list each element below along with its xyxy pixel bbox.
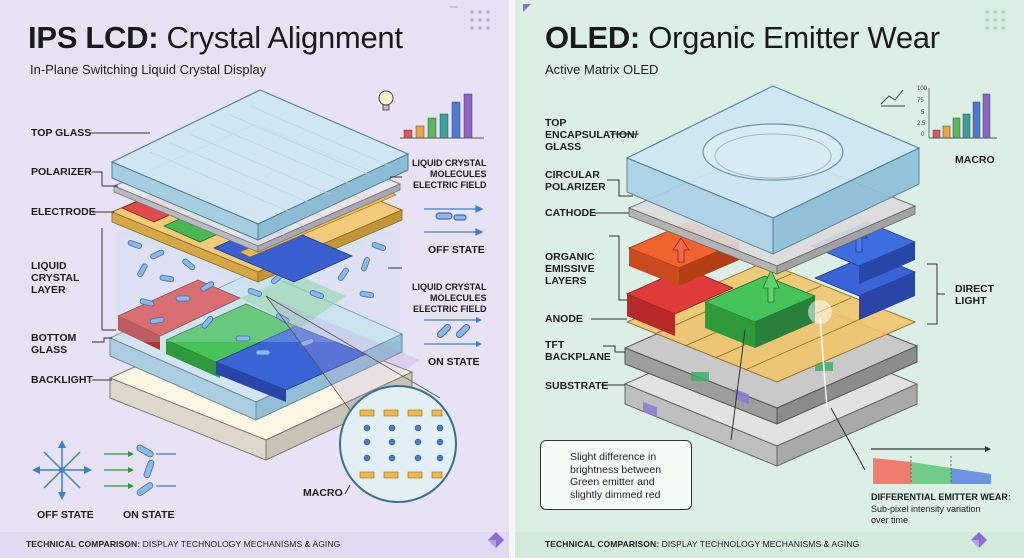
bottom-subpixels — [117, 274, 368, 402]
label-organic-layers: ORGANIC EMISSIVE LAYERS — [545, 251, 595, 287]
label-backlight: BACKLIGHT — [31, 374, 93, 386]
encapsulation-layer — [625, 85, 921, 255]
label-substrate: SUBSTRATE — [545, 380, 609, 392]
wear-gradient-chart — [871, 446, 991, 484]
oled-diagram — [515, 4, 1024, 558]
mini-bar — [403, 129, 413, 139]
oled-title-bold: OLED: — [545, 20, 640, 55]
top-glass-layer — [110, 89, 410, 241]
brightness-note-box — [540, 440, 692, 510]
label-macro-right: MACRO — [955, 154, 995, 166]
mini-bar — [439, 113, 449, 139]
oled-tick-0: 100 — [917, 86, 928, 92]
panel-divider — [509, 0, 515, 558]
oled-logo-facet — [971, 540, 979, 548]
ips-lcd-panel: IPS LCD: Crystal Alignment In-Plane Swit… — [0, 0, 509, 558]
label-cathode: CATHODE — [545, 207, 597, 219]
ips-footer-rest: DISPLAY TECHNOLOGY MECHANISMS & AGING — [142, 539, 341, 549]
oled-footer-rest: DISPLAY TECHNOLOGY MECHANISMS & AGING — [661, 539, 860, 549]
label-on-state-bottom: ON STATE — [123, 509, 175, 521]
oled-footer-bg — [515, 532, 1024, 558]
mini-bar — [451, 101, 461, 139]
mini-bar — [463, 93, 473, 139]
label-polarizer: POLARIZER — [31, 166, 92, 178]
oled-tick-4: 0 — [921, 132, 925, 138]
ips-title-rest: Crystal Alignment — [166, 20, 403, 55]
ips-footer: TECHNICAL COMPARISON: DISPLAY TECHNOLOGY… — [26, 539, 340, 549]
oled-tick-2: 5 — [921, 110, 925, 116]
ips-diagram — [0, 6, 509, 558]
ips-subtitle: In-Plane Switching Liquid Crystal Displa… — [30, 62, 267, 77]
ips-footer-bold: TECHNICAL COMPARISON: — [26, 539, 141, 549]
ips-title: IPS LCD: Crystal Alignment — [28, 20, 403, 56]
oled-panel: OLED: Organic Emitter Wear Active Matrix… — [515, 0, 1024, 558]
ips-logo-facet — [488, 540, 496, 548]
label-on-state-right: ON STATE — [428, 356, 480, 368]
brightness-note-text: Slight difference in brightness between … — [570, 451, 662, 501]
ips-leader-lines — [90, 132, 402, 381]
off-state-arrows — [424, 205, 484, 236]
mini-bar — [972, 101, 981, 139]
on-state-arrows — [424, 317, 482, 347]
label-electrode: ELECTRODE — [31, 206, 96, 218]
ips-title-bold: IPS LCD: — [28, 20, 159, 55]
oled-decor-dots — [985, 10, 1005, 30]
label-top-glass: TOP GLASS — [31, 127, 92, 139]
oled-tick-1: 75 — [917, 98, 924, 104]
label-lc-layer: LIQUID CRYSTAL LAYER — [31, 260, 80, 296]
label-tft-backplane: TFT BACKPLANE — [545, 339, 611, 363]
ips-footer-bg — [0, 532, 509, 558]
label-lc-field-on: LIQUID CRYSTAL MOLECULES ELECTRIC FIELD — [412, 282, 487, 314]
lightbulb-icon — [378, 90, 394, 111]
direct-light-bracket — [927, 263, 945, 325]
mini-bar — [982, 93, 991, 139]
label-top-encapsulation: TOP ENCAPSULATION/ GLASS — [545, 117, 638, 153]
differential-wear-subtitle: Sub-pixel intensity variation over time — [871, 504, 981, 525]
oled-title-rest: Organic Emitter Wear — [648, 20, 940, 55]
ips-mini-bar-chart — [403, 93, 473, 139]
macro-magnifier — [265, 295, 457, 503]
label-direct-light: DIRECT LIGHT — [955, 283, 995, 307]
mini-bar — [427, 117, 437, 139]
label-bottom-glass: BOTTOM GLASS — [31, 332, 77, 356]
trend-icon — [880, 89, 905, 107]
label-lc-field-off: LIQUID CRYSTAL MOLECULES ELECTRIC FIELD — [412, 158, 487, 190]
off-state-compass — [32, 440, 92, 500]
on-state-flow — [104, 444, 176, 496]
oled-footer-bold: TECHNICAL COMPARISON: — [545, 539, 660, 549]
mini-bar — [952, 117, 961, 139]
lc-molecules — [127, 240, 386, 356]
label-off-state-right: OFF STATE — [428, 244, 485, 256]
oled-corner-icon — [523, 4, 531, 12]
mini-bar — [415, 125, 425, 139]
oled-footer: TECHNICAL COMPARISON: DISPLAY TECHNOLOGY… — [545, 539, 859, 549]
oled-mini-bar-chart — [932, 93, 991, 139]
label-off-state-bottom: OFF STATE — [37, 509, 94, 521]
label-circular-polarizer: CIRCULAR POLARIZER — [545, 169, 606, 193]
decor-dots — [450, 6, 490, 30]
label-macro-left: MACRO — [303, 487, 343, 499]
differential-wear-title: DIFFERENTIAL EMITTER WEAR: — [871, 492, 1011, 502]
oled-title: OLED: Organic Emitter Wear — [545, 20, 940, 56]
mini-bar — [932, 129, 941, 139]
mini-bar — [942, 125, 951, 139]
oled-leader-lines — [591, 133, 639, 386]
label-anode: ANODE — [545, 313, 583, 325]
mini-bar — [962, 113, 971, 139]
highlight-callouts — [730, 300, 866, 471]
oled-tick-3: 2.5 — [917, 121, 926, 127]
oled-subtitle: Active Matrix OLED — [545, 62, 659, 77]
